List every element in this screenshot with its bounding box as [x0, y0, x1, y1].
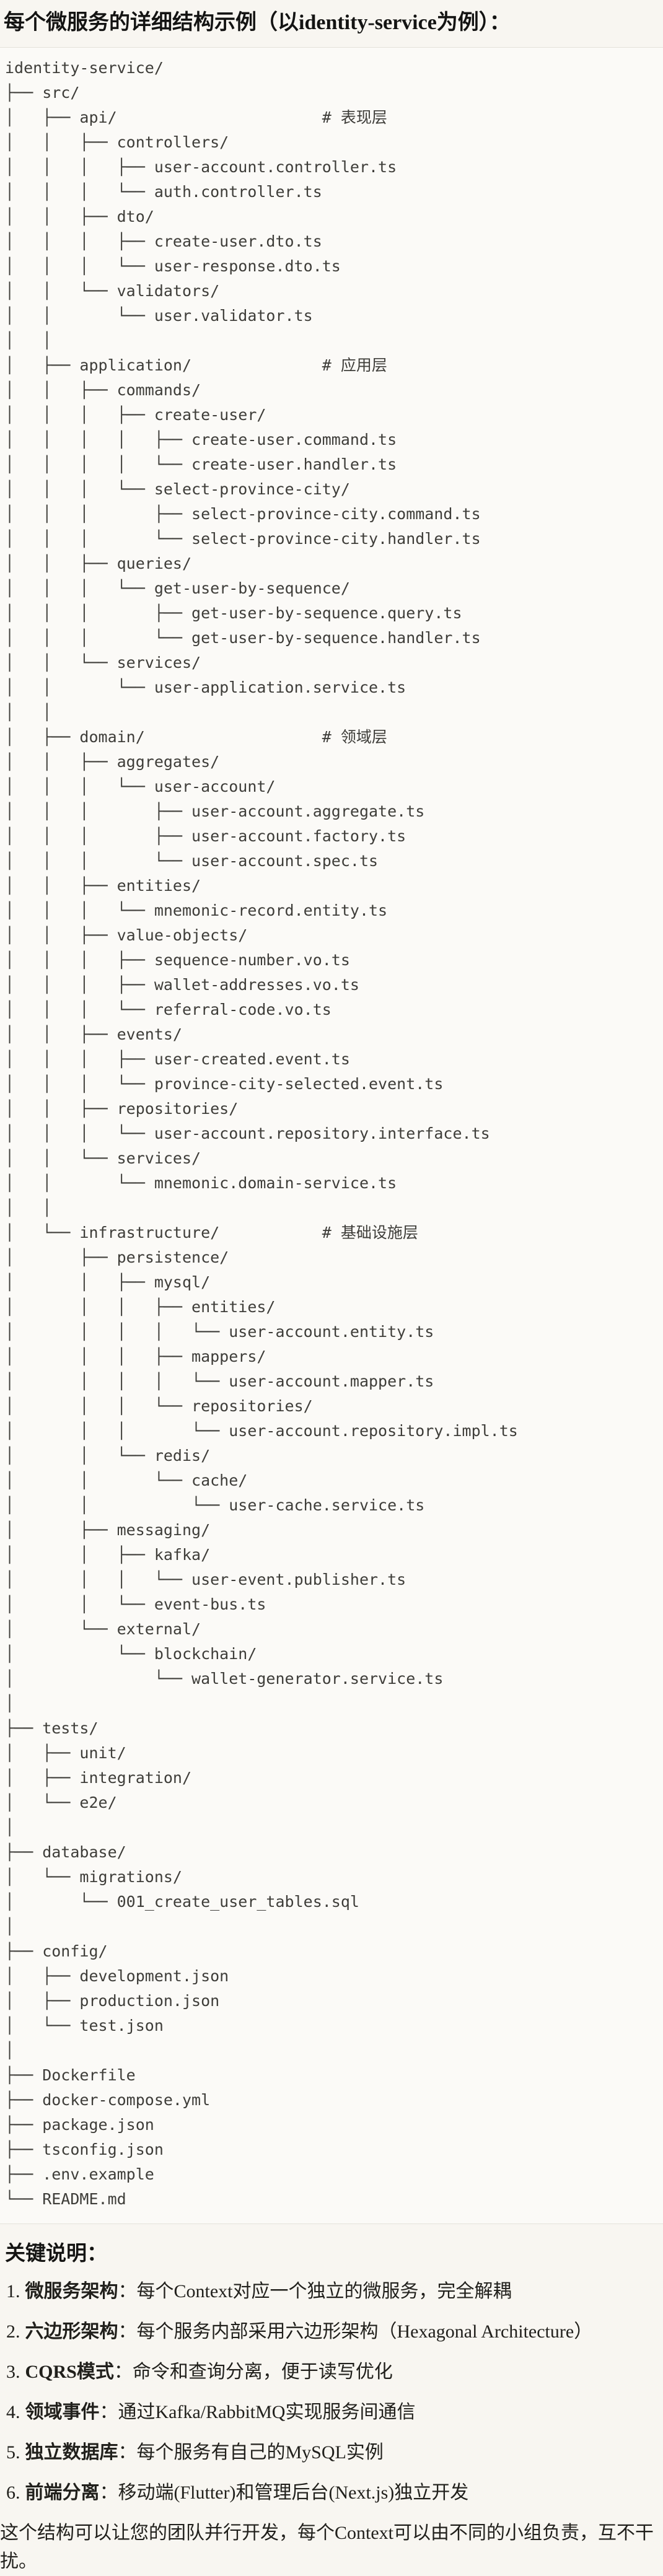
item-number: 2. — [6, 2321, 20, 2342]
notes-section: 关键说明： 1.微服务架构：每个Context对应一个独立的微服务，完全解耦 2… — [0, 2240, 663, 2576]
item-text: ：每个Context对应一个独立的微服务，完全解耦 — [118, 2281, 512, 2302]
item-number: 4. — [6, 2402, 20, 2422]
list-item: 5.独立数据库：每个服务有自己的MySQL实例 — [6, 2438, 658, 2467]
file-tree-code-block: identity-service/ ├── src/ │ ├── api/ # … — [0, 47, 663, 2224]
notes-list: 1.微服务架构：每个Context对应一个独立的微服务，完全解耦 2.六边形架构… — [5, 2277, 658, 2507]
item-number: 5. — [6, 2442, 20, 2463]
item-number: 6. — [6, 2482, 20, 2503]
item-label: 微服务架构 — [25, 2281, 118, 2302]
item-label: CQRS模式 — [25, 2362, 114, 2382]
list-item: 2.六边形架构：每个服务内部采用六边形架构（Hexagonal Architec… — [6, 2318, 658, 2346]
item-text: ：移动端(Flutter)和管理后台(Next.js)独立开发 — [99, 2482, 469, 2503]
file-tree: identity-service/ ├── src/ │ ├── api/ # … — [5, 59, 518, 2208]
item-label: 独立数据库 — [25, 2442, 118, 2463]
item-number: 1. — [6, 2281, 20, 2302]
list-item: 3.CQRS模式：命令和查询分离，便于读写优化 — [6, 2358, 658, 2386]
item-text: ：每个服务内部采用六边形架构（Hexagonal Architecture） — [118, 2321, 593, 2342]
item-text: ：每个服务有自己的MySQL实例 — [118, 2442, 384, 2463]
notes-heading: 关键说明： — [5, 2243, 107, 2265]
item-label: 前端分离 — [25, 2482, 100, 2503]
item-text: ：通过Kafka/RabbitMQ实现服务间通信 — [99, 2402, 416, 2422]
item-label: 领域事件 — [25, 2402, 100, 2422]
item-label: 六边形架构 — [25, 2321, 118, 2342]
page-title: 每个微服务的详细结构示例（以identity-service为例）： — [4, 11, 511, 34]
list-item: 4.领域事件：通过Kafka/RabbitMQ实现服务间通信 — [6, 2398, 658, 2427]
list-item: 6.前端分离：移动端(Flutter)和管理后台(Next.js)独立开发 — [6, 2479, 658, 2507]
item-text: ：命令和查询分离，便于读写优化 — [113, 2362, 393, 2382]
closing-paragraph: 这个结构可以让您的团队并行开发，每个Context可以由不同的小组负责，互不干扰… — [0, 2523, 654, 2572]
item-number: 3. — [6, 2362, 20, 2382]
list-item: 1.微服务架构：每个Context对应一个独立的微服务，完全解耦 — [6, 2277, 658, 2306]
